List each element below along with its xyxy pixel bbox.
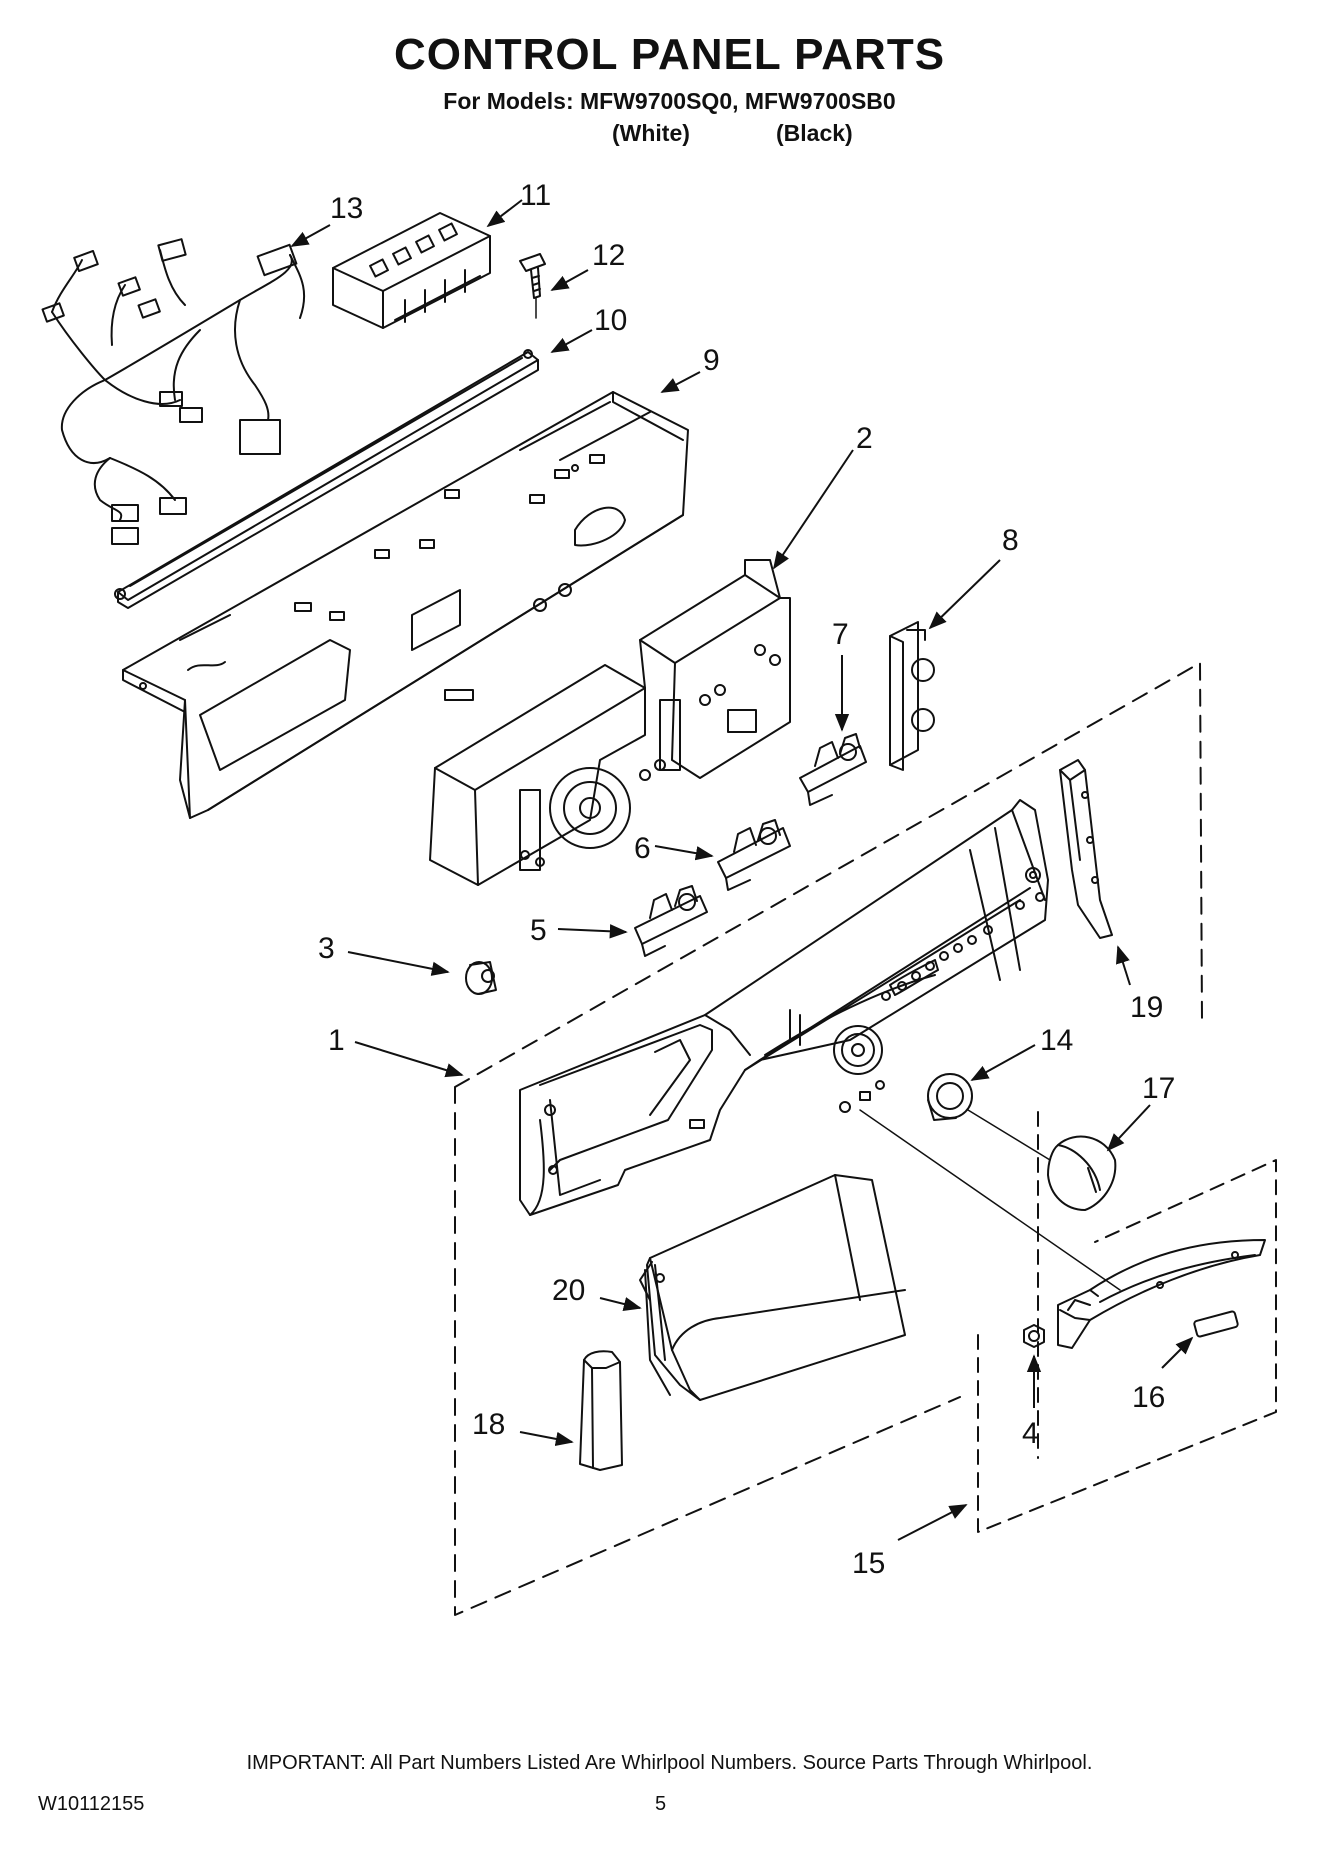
callout-12: 12 [592,239,625,272]
mounting-rail [114,349,539,609]
callout-1: 1 [328,1024,345,1057]
leader-18 [519,1431,574,1447]
leader-19 [1116,945,1131,986]
footer-important-note: IMPORTANT: All Part Numbers Listed Are W… [246,1752,1093,1774]
leader-20 [599,1297,642,1312]
dispenser-handle [639,1174,906,1401]
end-cap [579,1350,623,1471]
small-knob [465,961,497,995]
leader-5 [557,924,628,939]
callout-6: 6 [634,832,651,865]
main-knob [1047,1135,1117,1211]
callout-19: 19 [1130,991,1163,1024]
callout-5: 5 [530,914,547,947]
document-id: W10112155 [38,1793,145,1815]
wire-harness [41,238,306,545]
callout-9: 9 [703,344,720,377]
callout-20: 20 [552,1274,585,1307]
page-number: 5 [655,1793,667,1815]
leader-3 [347,951,450,976]
callout-17: 17 [1142,1072,1175,1105]
control-block [332,212,491,329]
callout-16: 16 [1132,1381,1165,1414]
button-cluster-7 [799,733,867,806]
variant-black-label: (Black) [776,120,853,146]
callout-14: 14 [1040,1024,1073,1057]
button-cluster-6 [717,819,791,891]
screw [519,253,546,299]
callout-8: 8 [1002,524,1019,557]
leader-13 [290,224,331,247]
leader-9 [660,371,701,393]
callout-4: 4 [1022,1417,1039,1450]
switch-strip [889,621,935,771]
assembly-line-panel-16 [859,1109,1121,1291]
assembly-boundary-15 [977,1111,1277,1533]
leader-6 [654,845,714,861]
leader-15 [897,1504,968,1541]
leader-8 [928,559,1001,630]
callout-13: 13 [330,192,363,225]
variant-white-label: (White) [612,120,690,146]
leader-17 [1106,1104,1151,1152]
leader-11 [486,199,523,228]
leader-12 [550,269,589,291]
page-title: CONTROL PANEL PARTS [393,30,946,79]
leader-16 [1161,1336,1194,1369]
leader-1 [354,1041,464,1078]
display-bracket [1057,1239,1266,1349]
model-list: For Models: MFW9700SQ0, MFW9700SB0 [443,88,896,114]
nut [1023,1324,1045,1348]
console-frame [122,391,689,819]
callout-3: 3 [318,932,335,965]
callout-7: 7 [832,618,849,651]
console-panel [519,799,1049,1216]
assembly-boundary-1 [454,662,1203,1616]
callout-15: 15 [852,1547,885,1580]
electronic-control-unit [429,559,791,886]
knob-bezel-ring [927,1073,973,1121]
callout-2: 2 [856,422,873,455]
side-trim [1059,759,1113,939]
button-cluster-5 [634,885,708,957]
leader-2 [772,449,854,570]
callout-18: 18 [472,1408,505,1441]
leader-14 [970,1044,1036,1081]
assembly-line-14-17 [967,1109,1051,1161]
callout-10: 10 [594,304,627,337]
leader-10 [550,329,593,353]
callout-11: 11 [520,179,551,212]
